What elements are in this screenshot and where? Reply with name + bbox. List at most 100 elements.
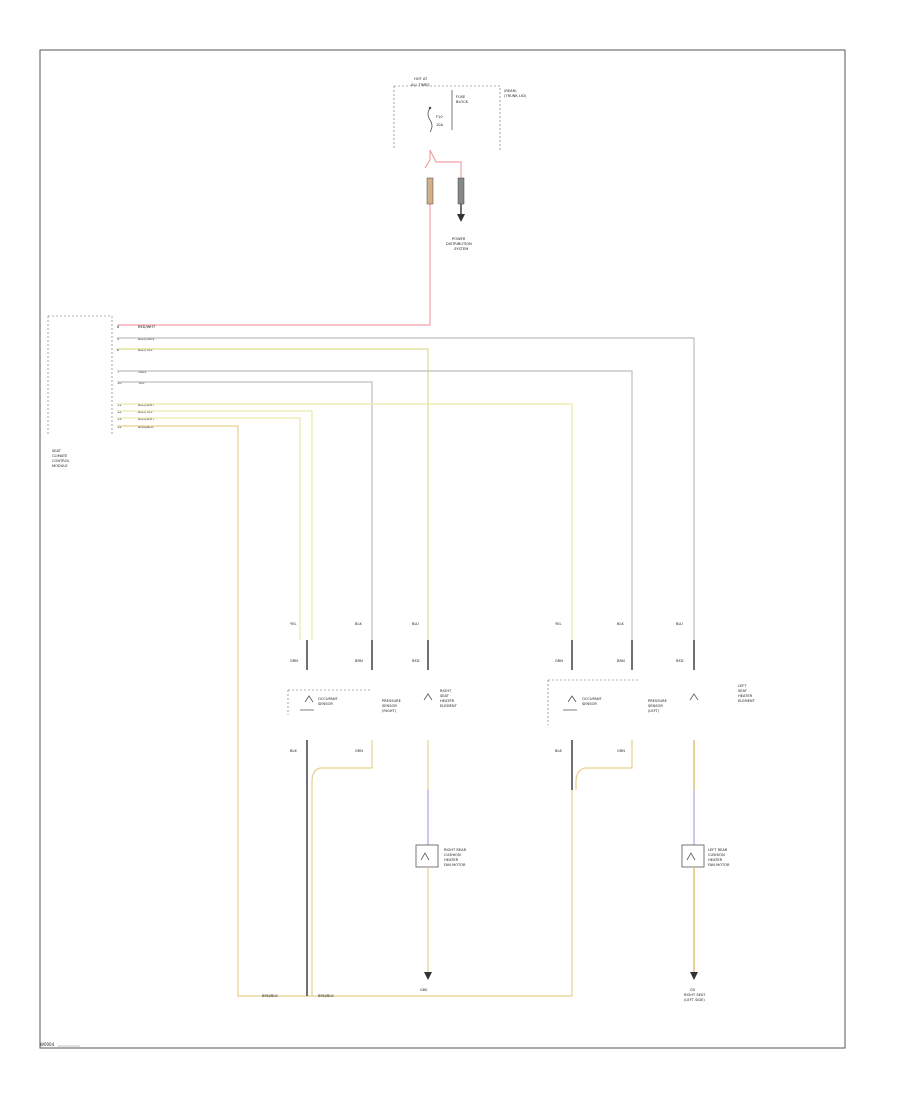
right-occ-label-1: OCCUPANT [582,697,603,701]
left-fan-label-3: HEATER [444,858,459,862]
ground-center-label: G80 [420,988,428,992]
right-ground-arrow [690,972,698,980]
right-heat-label-2: SEAT [738,689,748,693]
left-occupancy-symbol [300,695,314,711]
wire-grn [118,370,633,640]
seat-climate-module: SEAT CLIMATE CONTROL MODULE [47,315,113,468]
right-occ-label-2: SENSOR [582,702,597,706]
right-pin-label-4: GRN [555,659,563,663]
right-occupancy-symbol [563,695,577,711]
pin-9-color: BRN/BLK [138,425,154,429]
left-heat-label-3: HEATER [440,699,455,703]
left-pin-label-6: RED [412,659,420,663]
module-label-4: MODULE [52,464,68,468]
left-pin-label-8: GRN [355,749,363,753]
right-fan-label-4: FAN MOTOR [708,863,730,867]
fuse-amps: 10A [436,123,444,127]
pin-6-color: BLU/WHT [138,403,155,407]
splice-a-label: BRN/BLK [262,994,278,998]
pin-5: 10 [117,381,122,385]
right-press-label-2: SENSOR [648,704,663,708]
pin-3-color: BLU/YEL [138,348,153,352]
ground-right-label-2: RIGHT SEAT [684,993,706,997]
module-label-1: SEAT [52,449,62,453]
left-pin-label-2: BLK [355,622,362,626]
wire-blu-wht-a [118,403,573,640]
left-pin-label-5: BRN [355,659,363,663]
wire-blu-yel [118,348,429,640]
power-dist-label-3: SYSTEM [454,247,468,251]
right-heater-symbol [689,693,699,701]
left-press-label-2: SENSOR [382,704,397,708]
left-press-label-3: (RIGHT) [382,709,397,713]
right-press-label-3: (LEFT) [648,709,660,713]
right-fan-motor-box [681,844,705,868]
right-fan-label-3: HEATER [708,858,723,862]
pin-7-color: BLU/YEL [138,410,153,414]
fuse-block-label-4: (TRUNK LID) [504,94,527,98]
left-heat-label-4: ELEMENT [440,704,458,708]
right-fan-label-2: CUSHION [708,853,725,857]
left-heat-label-2: SEAT [440,694,450,698]
wire-blu-grn [118,337,695,640]
left-pin-label-7: BLK [290,749,297,753]
right-pin-label-3: BLU [676,622,683,626]
pin-9: 14 [117,425,122,429]
pin-3: 6 [117,348,120,352]
module-label-3: CONTROL [52,459,70,463]
pin-5-color: YEL [138,381,144,385]
right-fan-label-1: LEFT REAR [708,848,728,852]
right-heat-label-1: LEFT [738,684,747,688]
wire-blu-yel-b [118,410,313,640]
pin-8: 13 [117,417,122,421]
right-heat-label-3: HEATER [738,694,753,698]
pin-1: 8 [117,325,120,329]
left-pin-label-4: GRN [290,659,298,663]
pin-2: 5 [117,337,119,341]
left-fan-label-1: RIGHT REAR [444,848,467,852]
left-fan-label-2: CUSHION [444,853,461,857]
power-dist-label-1: POWER [452,237,466,241]
fuse-block-label-3: (REAR) [504,89,517,93]
left-fan-label-4: FAN MOTOR [444,863,466,867]
left-press-label-1: PRESSURE [382,699,402,703]
power-dist-label-2: DISTRIBUTION [446,242,472,246]
wire-brn-blk [118,425,573,997]
pin-7: 12 [117,410,122,414]
right-seat-cluster: YEL BLK BLU GRN BRN RED OCCUPANT SENSOR … [547,622,756,980]
left-pin-label-3: BLU [412,622,419,626]
left-heat-label-1: RIGHT [440,689,452,693]
right-pin-label-2: BLK [617,622,624,626]
right-press-label-1: PRESSURE [648,699,668,703]
left-ground-arrow [424,972,432,980]
splice-b-label: BRN/BLK [318,994,334,998]
inline-connector-a [426,177,434,205]
module-label-2: CLIMATE [52,454,68,458]
diagram-frame [39,49,846,1049]
left-fan-motor-box [415,844,439,868]
wire-yel [118,381,373,640]
fuse-box-label-1: HOT AT [414,77,428,81]
footer-code: W0004 [40,1042,55,1047]
right-pin-label-8: GRN [617,749,625,753]
ground-arrow [457,214,465,222]
fuse-symbol [427,107,433,133]
inline-connector-b [457,177,465,205]
pin-6: 11 [117,403,122,407]
right-heat-label-4: ELEMENT [738,699,756,703]
right-pin-label-6: RED [676,659,684,663]
fuse-block-label-1: FUSE [456,95,466,99]
left-occ-label-1: OCCUPANT [318,697,339,701]
wire-blu-wht-b [118,417,301,640]
fuse-block-label-2: BLOCK [456,100,469,104]
left-occ-label-2: SENSOR [318,702,333,706]
right-pin-label-7: BLK [555,749,562,753]
fuse-id: F10 [436,115,443,119]
left-heater-symbol [423,693,433,701]
pin-2-color: BLU/GRN [138,337,154,341]
pin-1-color: RED/WHT [138,325,156,329]
ground-right-label-3: (LEFT SIDE) [684,998,705,1002]
left-pin-label-1: YEL [290,622,296,626]
connector-pin-list: 8 RED/WHT 5 BLU/GRN 6 BLU/YEL 7 GRN 10 Y… [117,325,156,429]
